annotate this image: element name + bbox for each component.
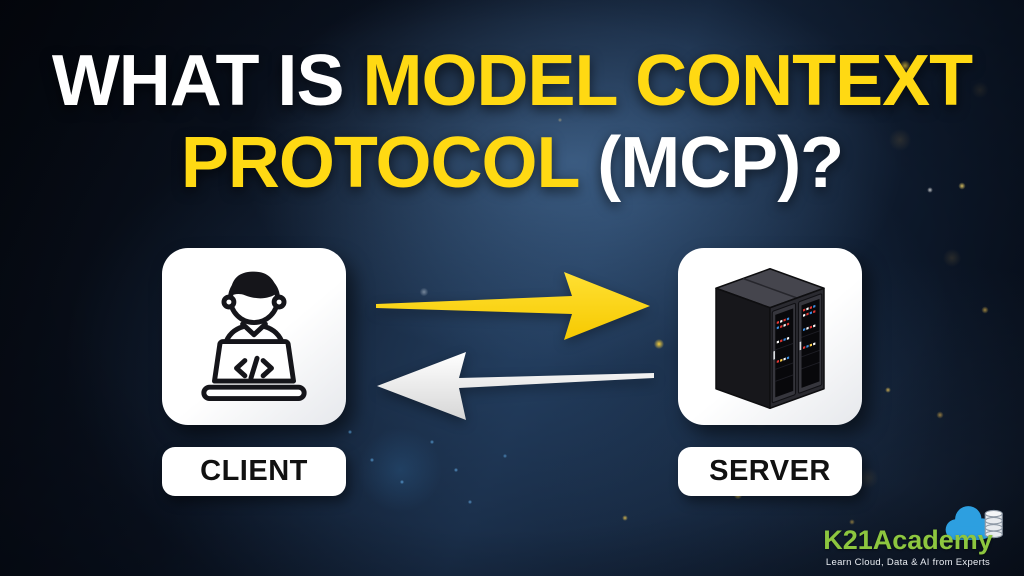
client-to-server-arrow: [376, 272, 650, 340]
title-white-part: WHAT IS: [51, 41, 363, 121]
server-label: SERVER: [678, 447, 862, 496]
brand-tagline: Learn Cloud, Data & AI from Experts: [825, 557, 991, 568]
client-node-card: </>: [162, 248, 346, 425]
title-line-2: PROTOCOL (MCP)?: [0, 122, 1024, 204]
brand-name: K21Academy: [823, 525, 993, 555]
server-to-client-arrow: [377, 352, 654, 420]
server-rack-icon: [715, 267, 825, 409]
server-label-text: SERVER: [709, 455, 831, 487]
title-yellow-part: MODEL CONTEXT: [362, 41, 973, 121]
person-at-laptop-icon: </>: [201, 271, 307, 401]
cloud-database-icon: [945, 506, 1003, 541]
client-label: CLIENT: [162, 447, 346, 496]
title-white-part-2: (MCP)?: [597, 123, 844, 204]
title-line-1: WHAT IS MODEL CONTEXT: [0, 40, 1024, 122]
client-label-text: CLIENT: [200, 455, 308, 487]
title-yellow-part-2: PROTOCOL: [180, 123, 598, 204]
brand-logo: K21Academy Learn Cloud, Data & AI from E…: [808, 506, 1008, 568]
page-title: WHAT IS MODEL CONTEXT PROTOCOL (MCP)?: [0, 40, 1024, 204]
server-node-card: [678, 248, 862, 425]
